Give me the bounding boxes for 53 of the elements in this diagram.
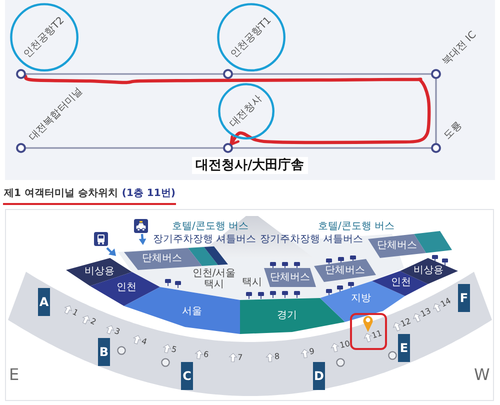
door-sign: B [98,338,110,366]
zone-label: 지방 [351,294,371,304]
zone-label: 단체버스 [377,241,417,251]
gate-number: 9 [309,348,316,357]
zone-label: 단체버스 [325,266,365,276]
zone-label: 비상용 [84,266,114,276]
gate-number: 3 [113,328,121,338]
zone-label: 경기 [277,311,297,321]
hand-drawn-arrow [24,74,431,146]
zone-label: 서울 [182,307,202,317]
door-sign: C [181,362,193,390]
gate-number: 5 [170,345,178,354]
area-label: 장기주차장행 셔틀버스 [260,234,364,245]
gate-number: 12 [400,317,412,328]
route-line [25,73,224,75]
door-sign: F [458,284,470,312]
zone-label: 단체버스 [270,272,310,282]
boarding-zone [368,234,426,258]
zone-label: 비상용 [414,266,444,276]
section-heading: (1층 11번) [122,187,176,200]
area-label: 장기주차장행 셔틀버스 [153,234,256,245]
compass-letter: E [9,366,20,384]
door-sign: E [398,334,410,362]
route-line [232,147,432,149]
zone-label: 단체버스 [142,254,182,264]
gate-number: 7 [238,354,244,362]
zone-label: 인천 [391,278,411,288]
gate-number: 8 [274,352,280,362]
highlight-frame [350,313,387,350]
gate-number: 14 [439,296,452,308]
boarding-zone [240,298,345,334]
compass-letter: W [474,366,490,384]
station-label: 도룡 [442,119,464,141]
map-caption: 대전청사/大田庁舎 [192,157,308,174]
area-label: 인천/서울 택시 [191,268,237,290]
gate-number: 2 [88,318,97,327]
gate-number: 13 [420,307,432,319]
door-sign: A [38,288,50,316]
area-label: 호텔/콘도행 버스 [318,221,395,232]
gate-number: 11 [371,329,384,340]
gate-number: 6 [203,350,210,360]
section-heading: 제1 여객터미널 승차위치 [4,187,118,200]
zone-label: 인천 [116,283,136,293]
gate-number: 10 [338,340,351,350]
route-line [25,147,224,149]
gate-number: 4 [140,337,148,346]
door-sign: D [313,362,325,390]
area-label: 택시 [242,277,262,288]
boarding-zone [264,268,316,287]
area-label: 호텔/콘도행 버스 [172,221,249,232]
route-line [232,73,432,75]
gate-number: 1 [70,308,79,318]
route-line [435,78,437,144]
